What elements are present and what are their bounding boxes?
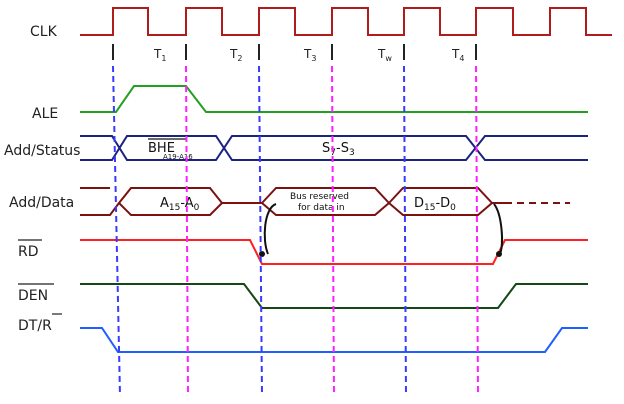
dtr-label: DT/R <box>18 318 52 334</box>
guide-t4-start <box>403 65 407 397</box>
den-waveform <box>80 283 588 309</box>
status-text: S7-S3 <box>322 141 355 158</box>
guide-t4-end <box>475 65 479 397</box>
guide-t1-start <box>112 65 121 397</box>
address-text: A15-A0 <box>160 196 200 213</box>
dtr-label-suffix: R <box>42 318 52 334</box>
clk-label: CLK <box>30 24 58 40</box>
add-data-bus <box>80 187 505 216</box>
data-text: D15-D0 <box>414 196 456 213</box>
rd-release-arrow <box>493 203 503 255</box>
bus-reserved-line2: for data in <box>298 203 345 213</box>
t-state-label: Tw <box>377 47 392 63</box>
bhe-text: BHE <box>148 141 175 156</box>
guide-t2-start <box>185 65 189 397</box>
t-state-label: T4 <box>451 47 464 63</box>
rd-label: RD <box>18 244 39 260</box>
rd-arrow-dot <box>259 251 265 257</box>
dtr-waveform <box>80 327 588 353</box>
guide-tw-start <box>331 65 335 397</box>
rd-to-bus-arrow <box>263 203 277 255</box>
add-status-label: Add/Status <box>4 143 80 159</box>
ale-label: ALE <box>32 106 58 122</box>
bhe-sub-text: A19-A16 <box>163 153 193 161</box>
guide-t3-start <box>258 65 263 397</box>
bus-reserved-line1: Bus reserved <box>290 192 349 202</box>
ale-waveform <box>80 85 588 113</box>
clk-waveform <box>80 7 612 36</box>
t-state-label: T3 <box>303 47 316 63</box>
add-data-label: Add/Data <box>9 195 74 211</box>
den-label: DEN <box>18 288 48 304</box>
t-state-label: T2 <box>229 47 242 63</box>
t-state-label: T1 <box>153 47 166 63</box>
rd-release-dot <box>496 251 502 257</box>
dtr-label-prefix: DT/ <box>18 318 42 334</box>
rd-waveform <box>80 239 588 265</box>
